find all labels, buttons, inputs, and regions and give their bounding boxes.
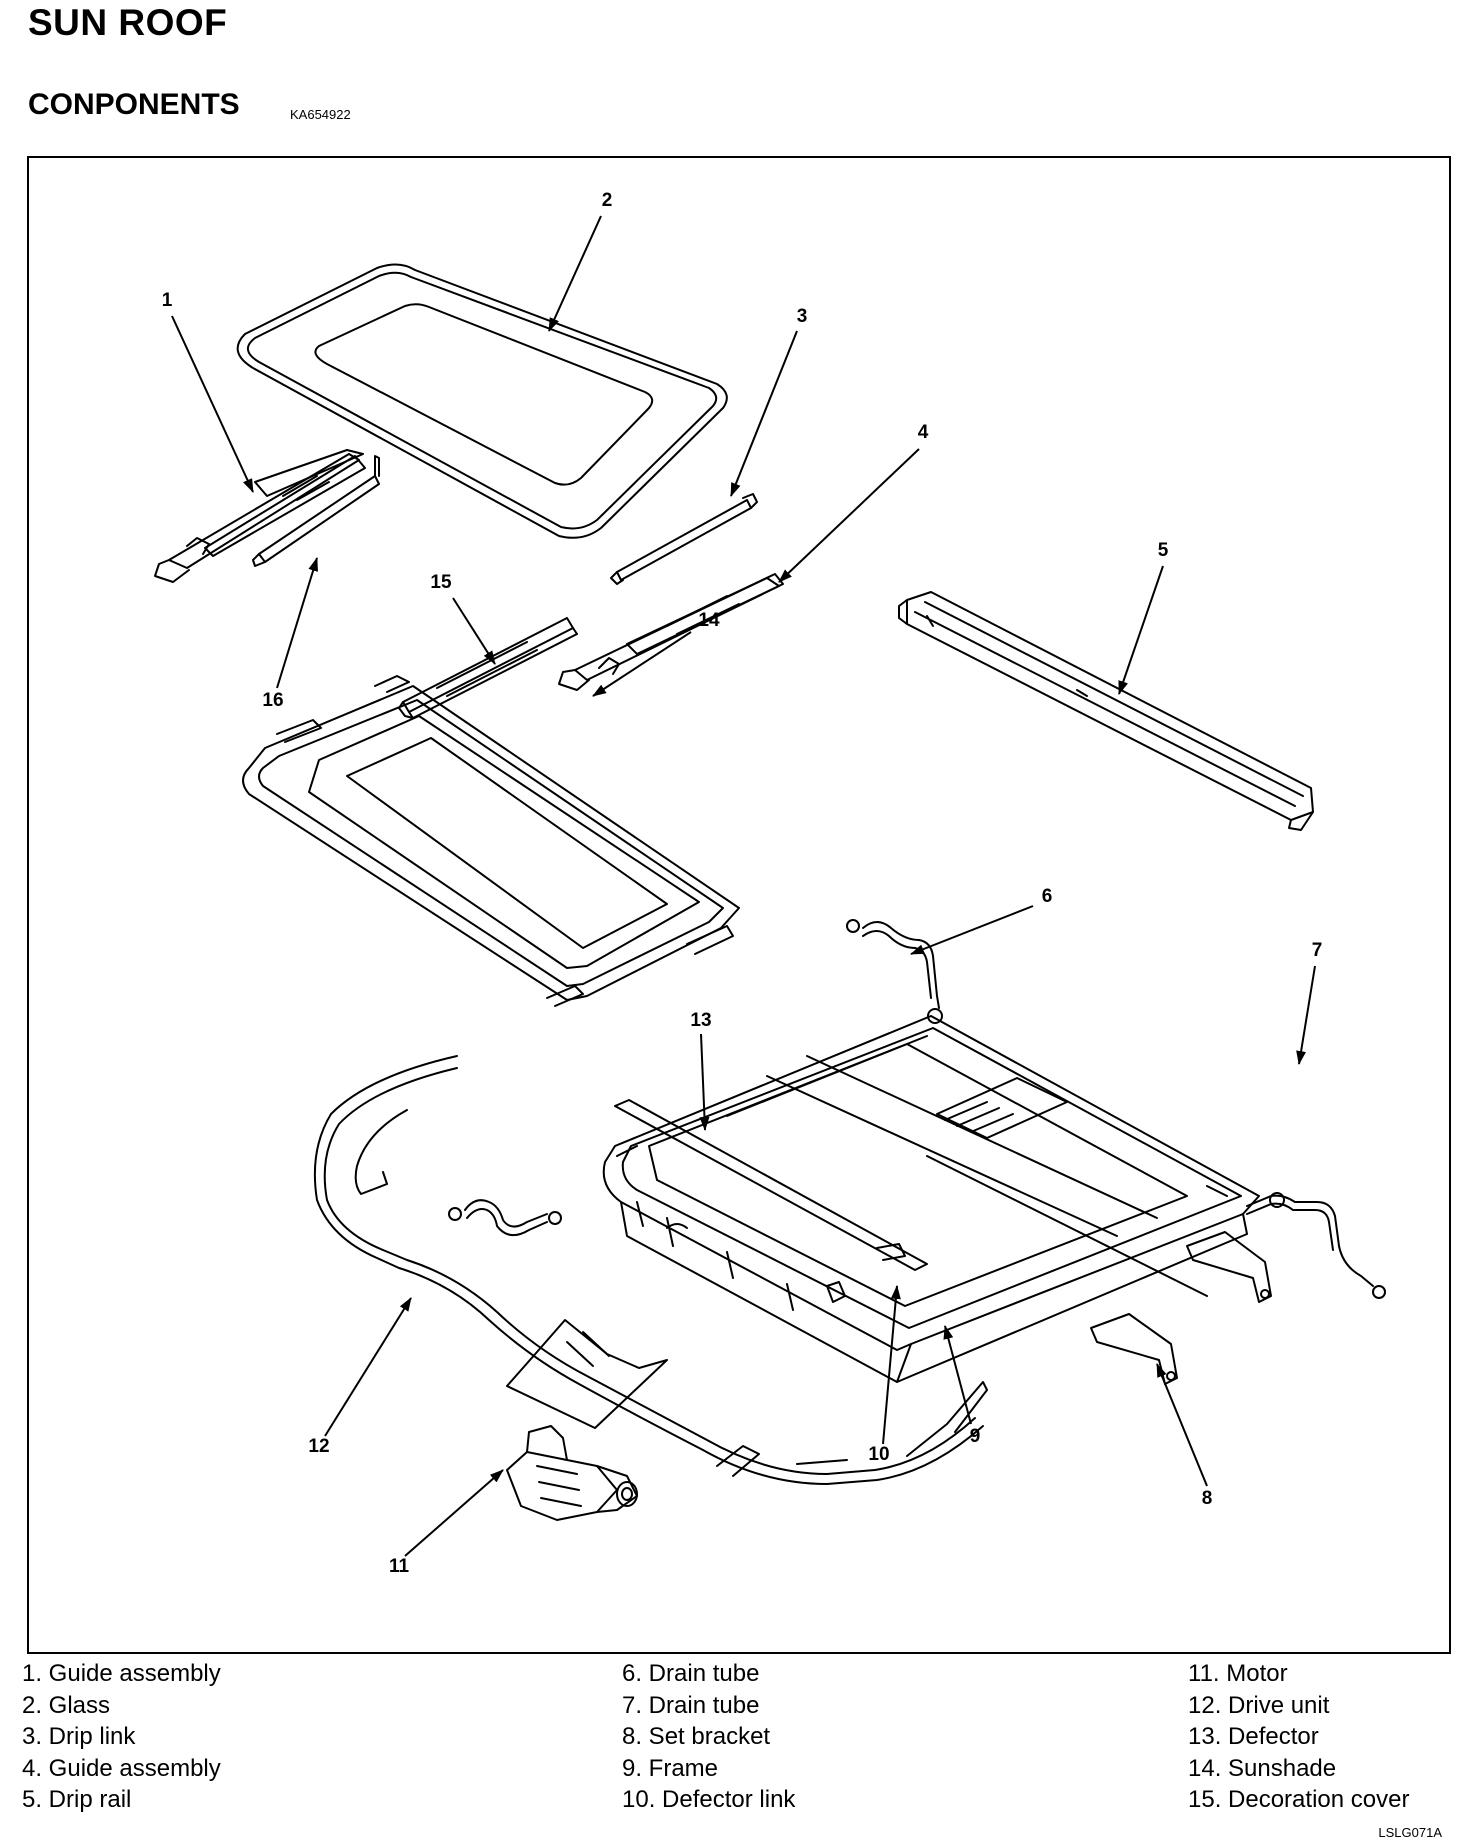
legend-item: 2. Glass	[22, 1691, 111, 1719]
drip-rail-part	[898, 591, 1314, 831]
callout-12: 12	[308, 1436, 329, 1457]
exploded-diagram: 1 2 3 4 5 6 7 8 9 10 11 12 13 14 15 16	[27, 156, 1451, 1654]
legend-item: 6. Drain tube	[622, 1660, 760, 1687]
guide-assembly-right-part	[558, 573, 784, 691]
parts-legend: 1. Guide assembly 2. Glass 3. Drip link …	[22, 1658, 1452, 1818]
callout-9: 9	[970, 1426, 981, 1447]
legend-item: 13. Defector	[1188, 1723, 1319, 1750]
section-title: CONPONENTS	[28, 88, 240, 121]
callout-4: 4	[918, 422, 929, 443]
legend-item: 7. Drain tube	[622, 1691, 760, 1719]
drip-link-left-part	[252, 455, 380, 567]
page-title: SUN ROOF	[28, 2, 228, 43]
callout-3: 3	[797, 306, 808, 327]
legend-item: 5. Drip rail	[22, 1786, 132, 1813]
frame-part	[602, 1015, 1260, 1383]
legend-item: 3. Drip link	[22, 1723, 136, 1750]
legend-item: 4. Guide assembly	[22, 1754, 221, 1782]
drive-unit-part	[313, 1055, 988, 1485]
callout-5: 5	[1158, 540, 1169, 561]
callout-16: 16	[262, 690, 283, 711]
callout-8: 8	[1202, 1488, 1213, 1509]
legend-item: 8. Set bracket	[622, 1723, 771, 1750]
legend-item: 14. Sunshade	[1188, 1754, 1337, 1782]
document-code: KA654922	[290, 107, 351, 122]
callout-10: 10	[868, 1444, 889, 1465]
callout-arrows	[171, 215, 1316, 1557]
diagram-border	[27, 156, 1451, 1654]
set-bracket-part	[1090, 1231, 1272, 1385]
legend-item: 1. Guide assembly	[22, 1660, 221, 1687]
legend-item: 11. Motor	[1188, 1660, 1288, 1687]
drip-link-right-part	[610, 493, 758, 585]
callout-6: 6	[1042, 886, 1053, 907]
drain-tube-left-part	[448, 1199, 562, 1237]
callout-1: 1	[162, 290, 173, 311]
legend-column-1: 1. Guide assembly 2. Glass 3. Drip link …	[22, 1658, 221, 1816]
legend-item: 15. Decoration cover	[1188, 1786, 1410, 1813]
callout-7: 7	[1312, 940, 1323, 961]
decoration-cover-part	[398, 617, 578, 719]
legend-item: 10. Defector link	[622, 1786, 796, 1813]
figure-code: LSLG071A	[1378, 1825, 1442, 1840]
callout-13: 13	[690, 1010, 711, 1031]
glass-part	[236, 263, 728, 539]
legend-column-3: 11. Motor 12. Drive unit 13. Defector 14…	[1188, 1658, 1409, 1816]
drain-tube-top-part	[846, 919, 943, 1024]
sunshade-part	[242, 675, 740, 1007]
guide-assembly-left-part	[154, 449, 366, 583]
callout-14: 14	[698, 610, 720, 631]
callout-2: 2	[602, 190, 613, 211]
callout-15: 15	[430, 572, 452, 593]
legend-item: 12. Drive unit	[1188, 1691, 1330, 1719]
motor-part	[506, 1425, 638, 1521]
drain-tube-right-part	[1246, 1192, 1386, 1299]
callout-11: 11	[389, 1556, 410, 1577]
legend-item: 9. Frame	[622, 1754, 719, 1782]
legend-column-2: 6. Drain tube 7. Drain tube 8. Set brack…	[622, 1658, 795, 1816]
